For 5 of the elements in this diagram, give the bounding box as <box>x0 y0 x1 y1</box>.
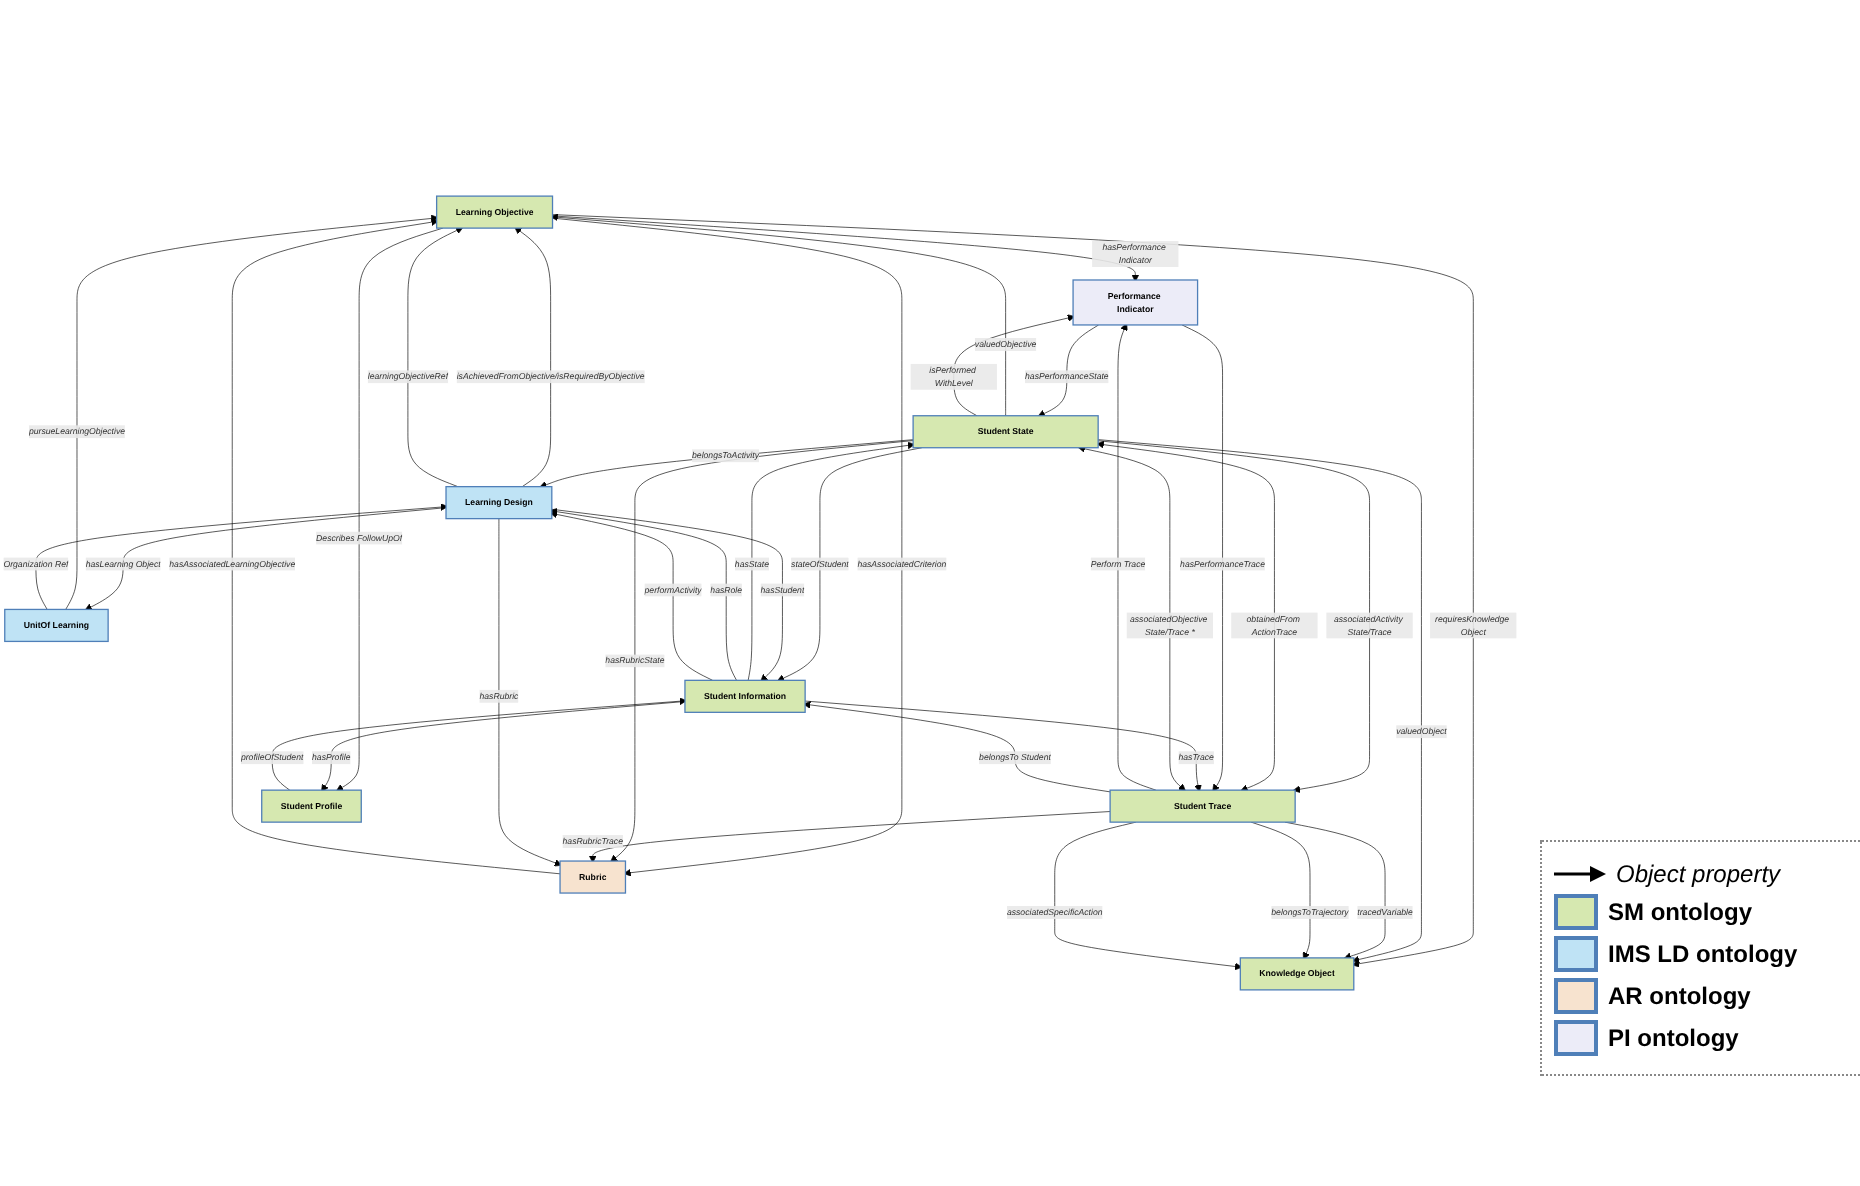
legend-label: IMS LD ontology <box>1608 940 1798 968</box>
legend-label: PI ontology <box>1608 1024 1739 1052</box>
legend-label: AR ontology <box>1608 982 1751 1010</box>
legend-label: Object property <box>1616 860 1781 888</box>
legend-label: SM ontology <box>1608 898 1752 926</box>
